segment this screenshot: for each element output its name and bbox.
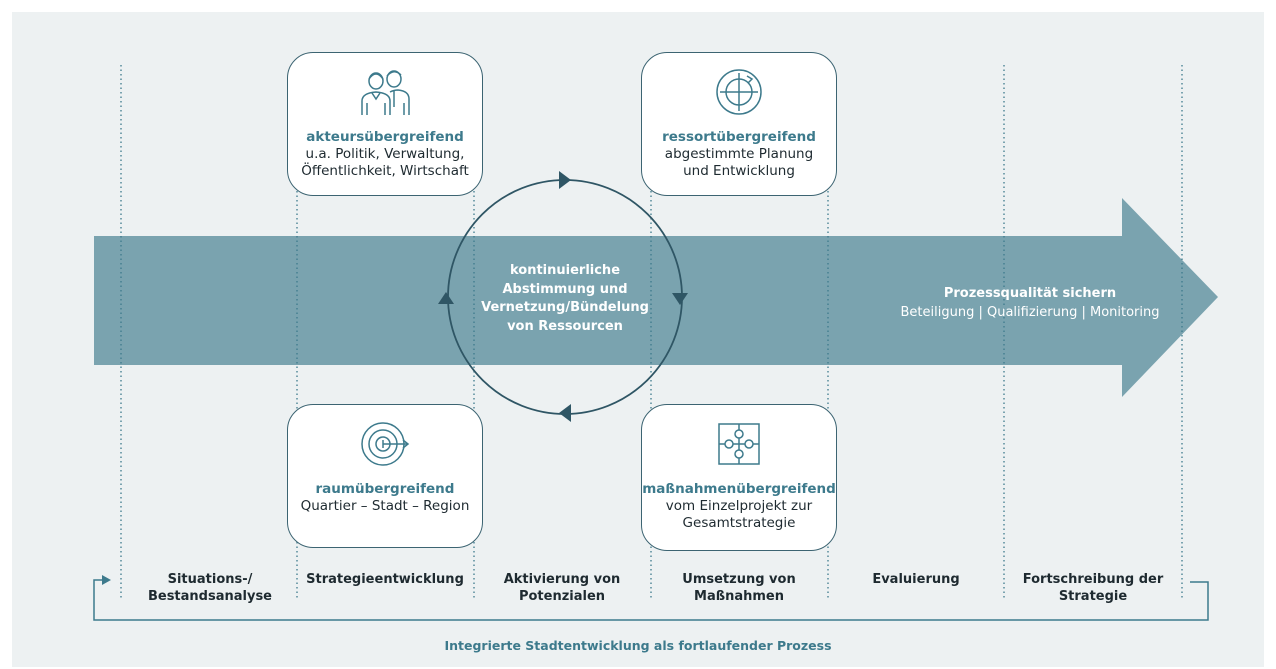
phase-label-line: Umsetzung von: [682, 572, 796, 587]
card-description-line: Quartier – Stadt – Region: [300, 498, 470, 514]
cycle-arrow-bottom: [559, 404, 571, 422]
arrow-title: Prozessqualität sichern: [943, 286, 1117, 301]
cycle-center-text: kontinuierliche Abstimmung und Vernetzun…: [480, 262, 650, 336]
puzzle-icon: [642, 419, 836, 467]
phase-label-line: Aktivierung von: [503, 572, 621, 587]
cycle-arrow-right: [672, 293, 688, 305]
card-ressortuebergreifend: ressortübergreifend abgestimmte Planung …: [641, 52, 837, 196]
card-description: abgestimmte Planung und Entwicklung: [648, 146, 830, 180]
card-description: vom Einzelprojekt zur Gesamtstrategie: [648, 498, 830, 532]
cycle-arrow-top: [559, 171, 571, 189]
phase-label-line: Strategie: [1058, 588, 1128, 604]
card-description-line: u.a. Politik, Verwaltung,: [305, 146, 465, 162]
card-description: u.a. Politik, Verwaltung, Öffentlichkeit…: [294, 146, 476, 180]
phase-label-line: Potenzialen: [518, 588, 606, 604]
phase-umsetzung: Umsetzung von Maßnahmen: [649, 572, 829, 605]
process-arrow: [94, 198, 1218, 397]
phase-strategieentwicklung: Strategieentwicklung: [295, 572, 475, 589]
card-description-line: und Entwicklung: [683, 163, 795, 179]
phase-label-line: Evaluierung: [872, 572, 960, 587]
card-title: akteursübergreifend: [306, 129, 464, 145]
people-icon: [288, 67, 482, 115]
cycle-target-icon: [642, 67, 836, 115]
phase-label-line: Bestandsanalyse: [147, 588, 273, 604]
phase-label-line: Strategieentwicklung: [306, 572, 464, 587]
phase-label-line: Fortschreibung der: [1022, 572, 1164, 587]
card-description-line: Gesamtstrategie: [682, 515, 796, 531]
card-description: Quartier – Stadt – Region: [294, 498, 476, 515]
feedback-loop-arrowhead: [102, 575, 111, 585]
phase-evaluierung: Evaluierung: [826, 572, 1006, 589]
card-description-line: vom Einzelprojekt zur: [665, 498, 813, 514]
phase-fortschreibung: Fortschreibung der Strategie: [1003, 572, 1183, 605]
feedback-loop-line: [93, 579, 1209, 621]
arrow-subtitle: Beteiligung | Qualifizierung | Monitorin…: [900, 305, 1160, 320]
cycle-text-line: Abstimmung und: [502, 281, 628, 297]
cycle-text-line: kontinuierliche: [509, 263, 621, 278]
arrow-label: Prozessqualität sichern Beteiligung | Qu…: [780, 286, 1276, 321]
card-massnahmenuebergreifend: maßnahmenübergreifend vom Einzelprojekt …: [641, 404, 837, 551]
phase-label-line: Situations-/: [167, 572, 253, 587]
card-raumuebergreifend: raumübergreifend Quartier – Stadt – Regi…: [287, 404, 483, 548]
card-description-line: abgestimmte Planung: [664, 146, 814, 162]
phase-situationsanalyse: Situations-/ Bestandsanalyse: [120, 572, 300, 605]
phase-aktivierung: Aktivierung von Potenzialen: [472, 572, 652, 605]
card-title: maßnahmenübergreifend: [642, 481, 836, 497]
target-arrow-icon: [288, 419, 482, 467]
card-title: raumübergreifend: [315, 481, 455, 497]
card-title: ressortübergreifend: [662, 129, 816, 145]
cycle-arrow-left: [438, 292, 454, 304]
card-akteursuebergreifend: akteursübergreifend u.a. Politik, Verwal…: [287, 52, 483, 196]
cycle-text-line: von Ressourcen: [507, 318, 623, 334]
card-description-line: Öffentlichkeit, Wirtschaft: [301, 163, 469, 179]
cycle-text-line: Vernetzung/Bündelung: [481, 300, 649, 315]
diagram-caption: Integrierte Stadtentwicklung als fortlau…: [444, 638, 832, 653]
phase-label-line: Maßnahmen: [694, 588, 784, 604]
